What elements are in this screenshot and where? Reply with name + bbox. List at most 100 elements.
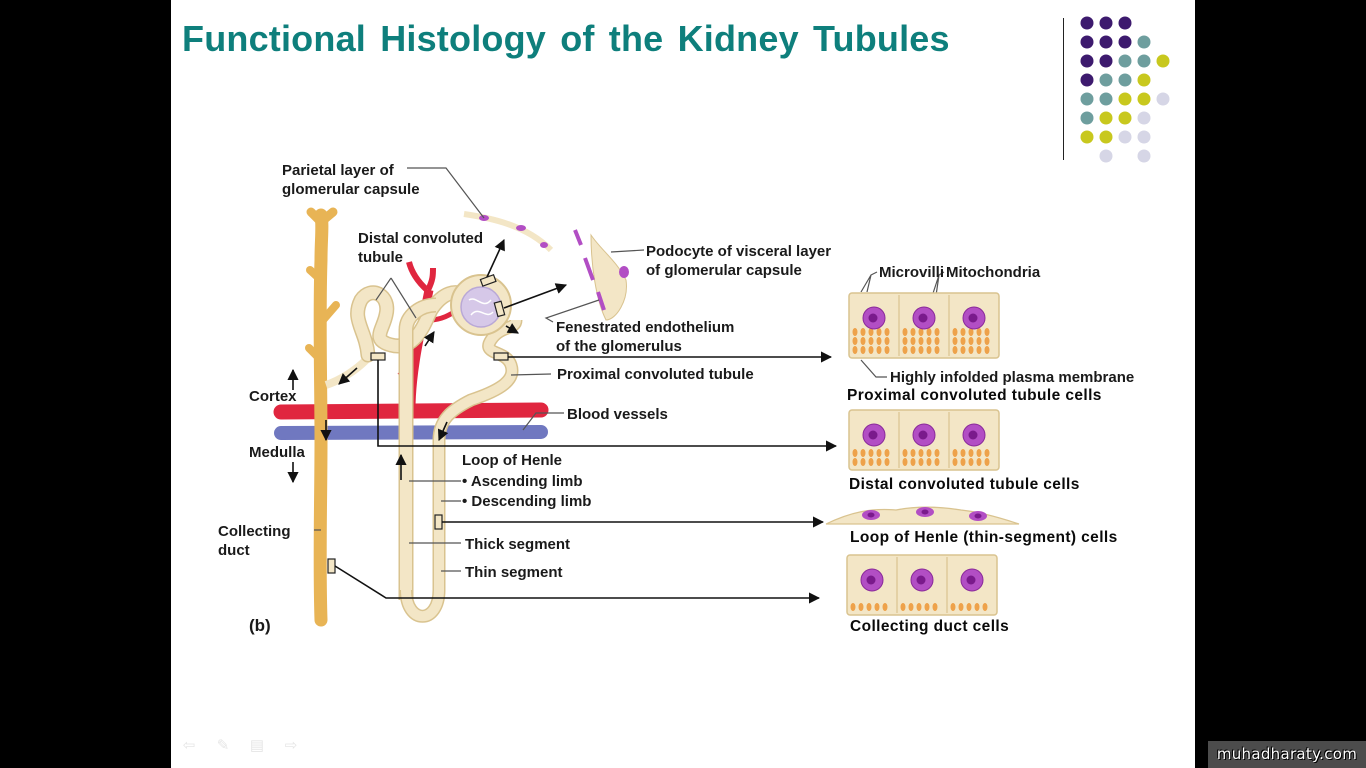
caption-proximal-cells: Proximal convoluted tubule cells [847,387,1102,404]
kidney-tubule-diagram: Parietal layer of glomerular capsule Dis… [218,162,1134,635]
mitochondrion [900,603,906,611]
mitochondrion [950,603,956,611]
label-descending-limb: • Descending limb [462,493,591,510]
mitochondrion [918,449,924,457]
label-podocyte-2: of glomerular capsule [646,262,802,279]
mitochondrion [852,449,858,457]
mitochondrion [884,449,890,457]
decorative-dot [1137,54,1151,68]
mitochondrion [952,458,958,466]
mitochondrion [882,603,888,611]
mitochondrion [850,603,856,611]
distal-tubule-cells [848,409,1000,471]
mitochondrion [926,449,932,457]
mitochondrion [902,458,908,466]
mitochondrion [860,346,866,354]
mitochondrion [960,328,966,336]
mitochondrion [884,458,890,466]
proximal-tubule-cells [848,292,1000,359]
mitochondrion [868,328,874,336]
mitochondrion [910,346,916,354]
label-cortex: Cortex [249,388,297,405]
decorative-dot [1118,111,1132,125]
label-loop-of-henle: Loop of Henle [462,452,562,469]
slideshow-controls: ⇦ ✎ ▤ ⇨ [179,738,301,754]
label-fenestrated-2: of the glomerulus [556,338,682,355]
mitochondrion [952,449,958,457]
pen-icon[interactable]: ✎ [216,737,230,754]
mitochondrion [902,328,908,336]
mitochondrion [918,337,924,345]
decorative-dot [1099,111,1113,125]
mitochondrion [926,328,932,336]
mitochondrion [968,346,974,354]
decorative-dot [1118,35,1132,49]
mitochondrion [860,337,866,345]
decorative-dot [1156,54,1170,68]
next-slide-icon[interactable]: ⇨ [284,737,298,754]
mitochondrion [952,346,958,354]
caption-distal-cells: Distal convoluted tubule cells [849,476,1080,493]
mitochondrion [976,449,982,457]
nucleolus [867,512,875,518]
mitochondrion [926,458,932,466]
mitochondrion [976,337,982,345]
decorative-dot [1099,73,1113,87]
mitochondrion [902,449,908,457]
previous-slide-icon[interactable]: ⇦ [182,737,196,754]
mitochondrion [910,337,916,345]
mitochondrion [958,603,964,611]
connector-arrows [334,351,838,604]
label-ascending-limb: • Ascending limb [462,473,583,490]
nucleolus [968,313,978,323]
mitochondrion [984,337,990,345]
parietal-layer-detail [463,211,554,278]
decorative-dot [1099,16,1113,30]
nucleolus [866,575,876,585]
decorative-dot [1118,73,1132,87]
mitochondrion [924,603,930,611]
decorative-dot [1099,130,1113,144]
mitochondrion [876,328,882,336]
mitochondrion [916,603,922,611]
mitochondrion [926,346,932,354]
mitochondrion [868,458,874,466]
menu-icon[interactable]: ▤ [249,737,265,754]
podocyte-detail [503,229,629,321]
label-podocyte-1: Podocyte of visceral layer [646,243,831,260]
decorative-dot [1099,149,1113,163]
decorative-dot [1099,92,1113,106]
decorative-dot [1099,35,1113,49]
mitochondrion [952,328,958,336]
mitochondrion [976,346,982,354]
mitochondrion [908,603,914,611]
label-proximal: Proximal convoluted tubule [557,366,754,383]
decorative-dot [1080,54,1094,68]
label-infolded-membrane: Highly infolded plasma membrane [890,369,1134,386]
nucleolus [868,430,878,440]
nucleolus [966,575,976,585]
mitochondrion [960,449,966,457]
decorative-divider [1063,18,1064,160]
podocyte-sample-box [493,300,506,318]
mitochondrion [910,458,916,466]
mitochondrion [868,337,874,345]
mitochondrion [852,337,858,345]
decorative-dot [1080,92,1094,106]
decorative-dot [1080,73,1094,87]
label-fenestrated-1: Fenestrated endothelium [556,319,734,336]
decorative-dot [1080,111,1094,125]
caption-henle-cells: Loop of Henle (thin-segment) cells [850,529,1118,546]
slide: Functional Histology of the Kidney Tubul… [171,0,1195,768]
mitochondrion [960,337,966,345]
decorative-dot [1137,149,1151,163]
nephron-tubule [350,274,523,623]
mitochondrion [934,449,940,457]
distal-sample-box [370,352,386,361]
collecting-duct-sample-box [327,558,336,574]
mitochondrion [934,458,940,466]
slide-title: Functional Histology of the Kidney Tubul… [182,18,950,59]
decorative-dot [1137,73,1151,87]
mitochondrion [934,346,940,354]
mitochondrion [874,603,880,611]
